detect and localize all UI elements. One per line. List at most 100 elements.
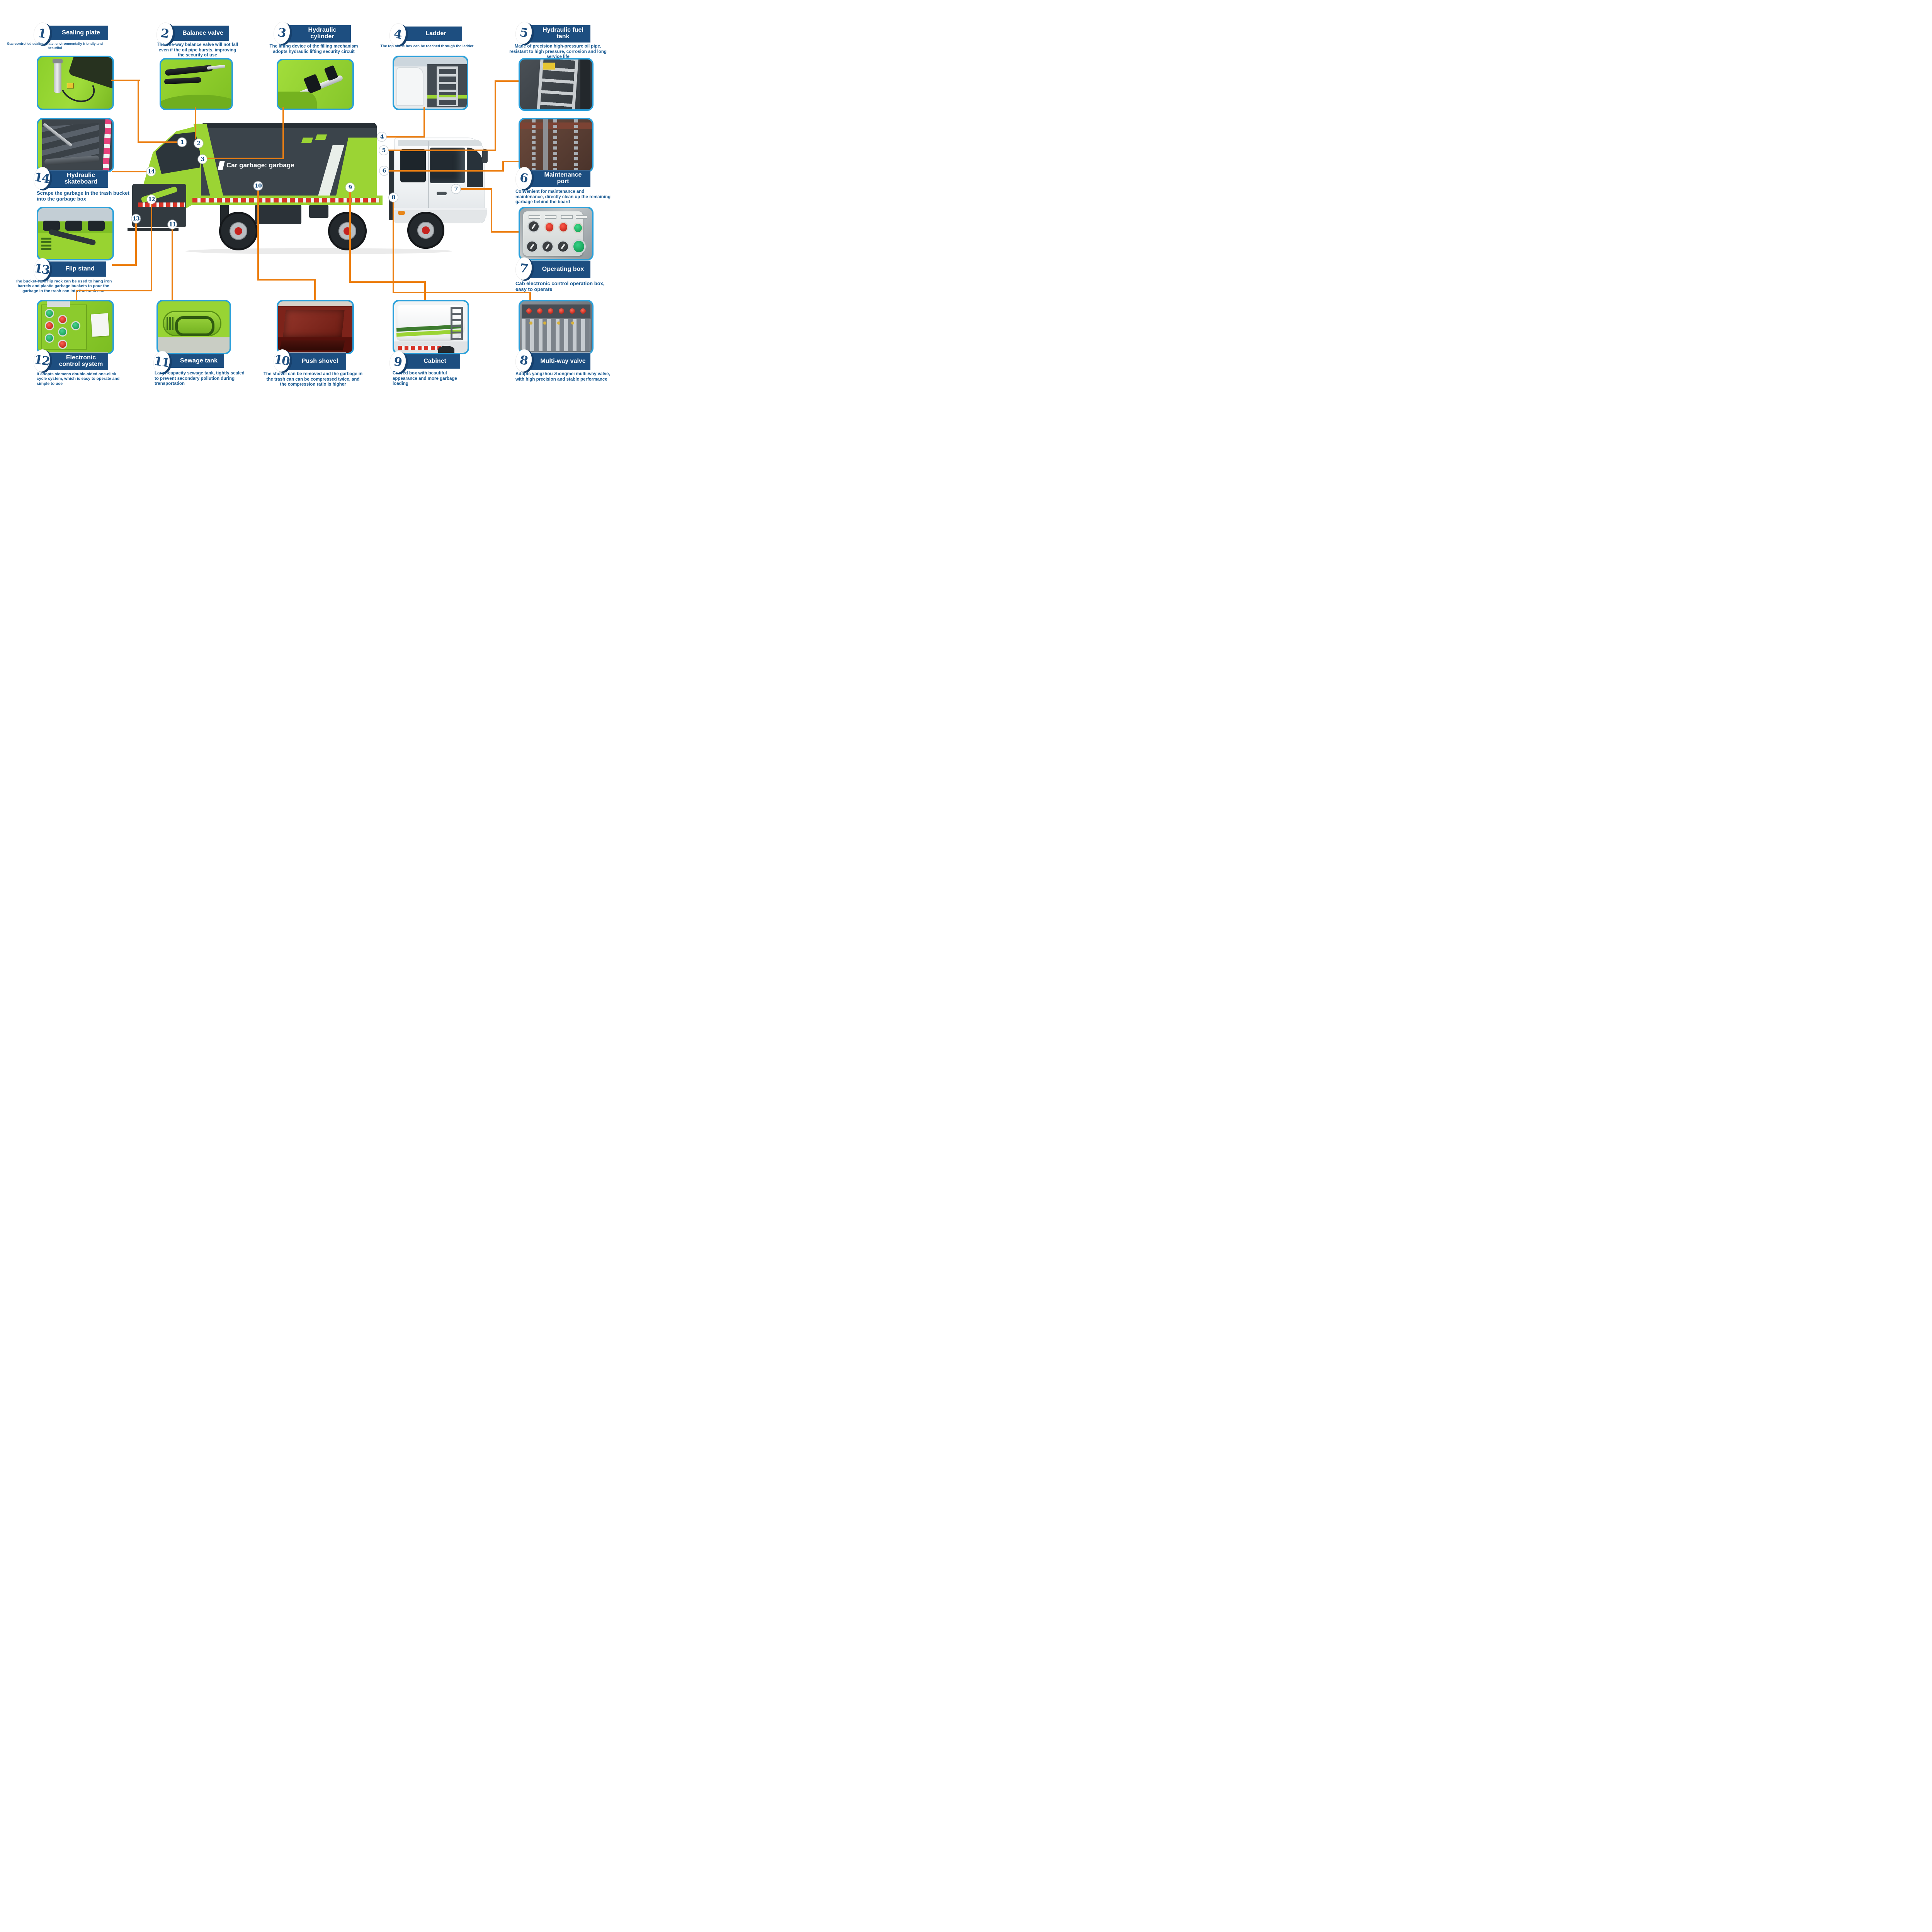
selector-knob bbox=[558, 242, 568, 252]
connector-9 bbox=[349, 192, 351, 283]
red-cap bbox=[559, 308, 564, 314]
label-plate bbox=[545, 215, 556, 219]
callout-header-3: Hydraulic cylinder 3 bbox=[272, 20, 351, 45]
truck-box-top bbox=[201, 123, 377, 128]
bucket-slot bbox=[88, 221, 105, 231]
connector-10 bbox=[314, 279, 316, 300]
red-cap bbox=[570, 308, 575, 314]
ladder-image bbox=[394, 57, 467, 109]
callout-header-8: Multi-way valve 8 bbox=[514, 348, 590, 373]
callout-bar: Flip stand bbox=[43, 261, 106, 277]
callout-desc-1: Gas-controlled sealing plate, environmen… bbox=[7, 42, 103, 50]
bucket-slot bbox=[65, 221, 82, 231]
red-cap bbox=[548, 308, 553, 314]
connector-7 bbox=[491, 231, 519, 233]
callout-number: 2 bbox=[160, 26, 170, 41]
maintenance-port-image bbox=[520, 119, 592, 171]
wheel-silhouette bbox=[438, 346, 454, 353]
callout-number: 10 bbox=[273, 352, 291, 369]
photo-hydraulic-skateboard bbox=[37, 118, 114, 172]
ladder-rungs bbox=[437, 66, 458, 106]
callout-desc-7: Cab electronic control operation box, ea… bbox=[515, 281, 605, 293]
photo-ladder bbox=[393, 56, 468, 110]
callout-title: Hydraulic cylinder bbox=[308, 27, 337, 40]
marker-1: 1 bbox=[177, 138, 187, 147]
connector-1 bbox=[111, 80, 140, 81]
callout-number-badge: 4 bbox=[388, 22, 408, 47]
label-box bbox=[67, 83, 74, 88]
marker-6: 6 bbox=[379, 166, 389, 175]
callout-desc-12: It adopts siemens double-sided one-click… bbox=[37, 372, 120, 386]
sewage-tank-image bbox=[158, 301, 230, 353]
selector-knob bbox=[543, 242, 553, 252]
cab-silhouette bbox=[396, 67, 423, 106]
shovel-interior bbox=[283, 310, 345, 337]
infographic-canvas: Sealing plate 1 Gas-controlled sealing p… bbox=[0, 0, 617, 393]
marker-5: 5 bbox=[379, 146, 388, 155]
ground-shadow bbox=[185, 248, 452, 254]
callout-number: 8 bbox=[519, 353, 529, 368]
callout-desc-14: Scrape the garbage in the trash bucket i… bbox=[37, 190, 129, 202]
callout-header-11: Sewage tank 11 bbox=[151, 350, 224, 374]
chain bbox=[553, 119, 557, 171]
callout-title: Cabinet bbox=[423, 357, 446, 364]
chain bbox=[574, 119, 578, 171]
callout-header-13: Flip stand 13 bbox=[32, 257, 106, 282]
label-plate bbox=[576, 215, 587, 219]
photo-electronic-control-system bbox=[37, 300, 114, 354]
callout-header-7: Operating box 7 bbox=[514, 256, 590, 281]
fuel-tank-image bbox=[520, 60, 592, 109]
callout-bar: Operating box bbox=[525, 260, 590, 278]
photo-maintenance-port bbox=[519, 118, 594, 172]
callout-bar: Balance valve bbox=[166, 26, 229, 41]
callout-header-6: Maintenance port 6 bbox=[514, 166, 590, 190]
red-button bbox=[59, 316, 66, 323]
callout-title: Push shovel bbox=[301, 357, 338, 364]
connector-8 bbox=[393, 202, 394, 293]
connector-8 bbox=[529, 292, 531, 300]
light-edge bbox=[278, 301, 352, 306]
red-indicator-lamp bbox=[546, 223, 553, 231]
photo-balance-valve bbox=[160, 58, 233, 110]
green-machinery bbox=[278, 92, 317, 109]
callout-number: 13 bbox=[33, 261, 51, 277]
connector-10 bbox=[257, 279, 316, 281]
connector-6 bbox=[389, 170, 504, 172]
callout-title: Maintenance port bbox=[544, 172, 582, 185]
control-system-image bbox=[38, 301, 112, 353]
skateboard-image bbox=[38, 119, 112, 171]
callout-header-1: Sealing plate 1 bbox=[32, 21, 108, 46]
ladder-rungs bbox=[451, 307, 463, 340]
pipe bbox=[543, 119, 548, 171]
callout-desc-13: The bucket-type flip rack can be used to… bbox=[15, 279, 112, 293]
marker-7: 7 bbox=[451, 184, 461, 194]
marker-12: 12 bbox=[147, 195, 156, 204]
connector-6 bbox=[502, 161, 504, 172]
reflective-stripe bbox=[102, 119, 112, 171]
gas-cylinder bbox=[54, 62, 61, 93]
brass-fitting bbox=[557, 321, 560, 325]
truck-chassis-reflective-strip bbox=[192, 198, 379, 202]
callout-bar: Ladder bbox=[399, 26, 462, 41]
sealing-plate-image bbox=[38, 57, 112, 109]
knob-pointer bbox=[561, 244, 565, 249]
push-shovel-image bbox=[278, 301, 352, 353]
green-button bbox=[573, 241, 584, 252]
callout-title: Sealing plate bbox=[62, 29, 100, 36]
photo-push-shovel bbox=[277, 300, 354, 354]
truck-door-handle bbox=[437, 192, 447, 195]
callout-bar: Hydraulic fuel tank bbox=[525, 25, 590, 43]
dark-beam bbox=[580, 60, 590, 109]
callout-bar: Maintenance port bbox=[525, 170, 590, 187]
knob-pointer bbox=[531, 224, 536, 229]
callout-number: 14 bbox=[33, 170, 51, 186]
photo-sewage-tank bbox=[156, 300, 231, 354]
photo-hydraulic-cylinder bbox=[277, 59, 354, 110]
callout-header-12: Electronic control system 12 bbox=[32, 348, 108, 373]
connector-2 bbox=[195, 107, 196, 139]
red-button bbox=[59, 341, 66, 348]
connector-3 bbox=[207, 158, 284, 159]
wheel-hub bbox=[235, 227, 242, 235]
truck-door-seam bbox=[428, 141, 429, 219]
cabinet-image bbox=[394, 301, 468, 353]
